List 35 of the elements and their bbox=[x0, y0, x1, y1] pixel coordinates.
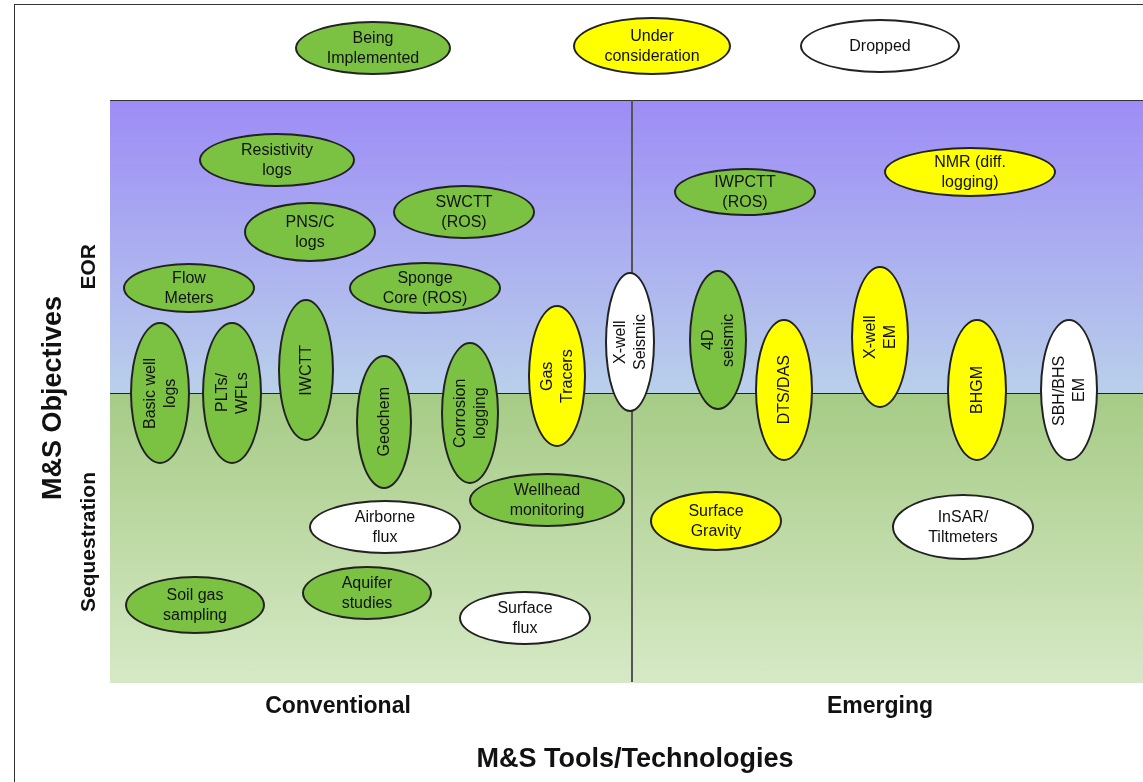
technology-label: Surface Gravity bbox=[687, 501, 745, 541]
technology-label: 4D seismic bbox=[698, 312, 737, 369]
technology-label: Resistivity logs bbox=[240, 140, 314, 180]
technology-label: IWPCTT (ROS) bbox=[713, 172, 777, 212]
legend-label: Being Implemented bbox=[325, 28, 421, 68]
technology-label: Gas Tracers bbox=[537, 348, 576, 405]
legend-label: Dropped bbox=[849, 36, 911, 56]
technology-label: Flow Meters bbox=[163, 268, 215, 308]
technology-label: NMR (diff. logging) bbox=[933, 152, 1007, 192]
technology-label: X-well Seismic bbox=[610, 313, 649, 372]
technology-label: BHGM bbox=[967, 366, 986, 414]
technology-label: InSAR/ Tiltmeters bbox=[927, 507, 999, 547]
technology-label: PNS/C logs bbox=[284, 212, 336, 252]
technology-label: Surface flux bbox=[496, 598, 554, 638]
axis-title: M&S Objectives bbox=[36, 295, 68, 501]
column-label: Conventional bbox=[265, 691, 411, 719]
legend-label: Under consideration bbox=[603, 26, 701, 66]
technology-label: Soil gas sampling bbox=[162, 585, 228, 625]
technology-label: Airborne flux bbox=[353, 507, 417, 547]
technology-label: SBH/BHS EM bbox=[1049, 353, 1088, 428]
technology-label: X-well EM bbox=[860, 314, 899, 361]
technology-label: Basic well logs bbox=[140, 357, 179, 429]
technology-label: Corrosion logging bbox=[450, 377, 489, 450]
technology-label: SWCTT (ROS) bbox=[434, 192, 494, 232]
technology-label: Wellhead monitoring bbox=[508, 480, 586, 520]
technology-label: Aquifer studies bbox=[340, 573, 394, 613]
column-label: Emerging bbox=[826, 691, 934, 719]
row-label: EOR bbox=[76, 244, 100, 290]
technology-label: IWCTT bbox=[296, 344, 315, 396]
row-label: Sequestration bbox=[76, 472, 100, 612]
technology-label: PLTs/ WFLs bbox=[212, 371, 251, 416]
axis-title: M&S Tools/Technologies bbox=[476, 742, 794, 774]
technology-label: Geochem bbox=[374, 387, 393, 457]
technology-label: Sponge Core (ROS) bbox=[381, 268, 469, 308]
technology-label: DTS/DAS bbox=[774, 355, 793, 425]
